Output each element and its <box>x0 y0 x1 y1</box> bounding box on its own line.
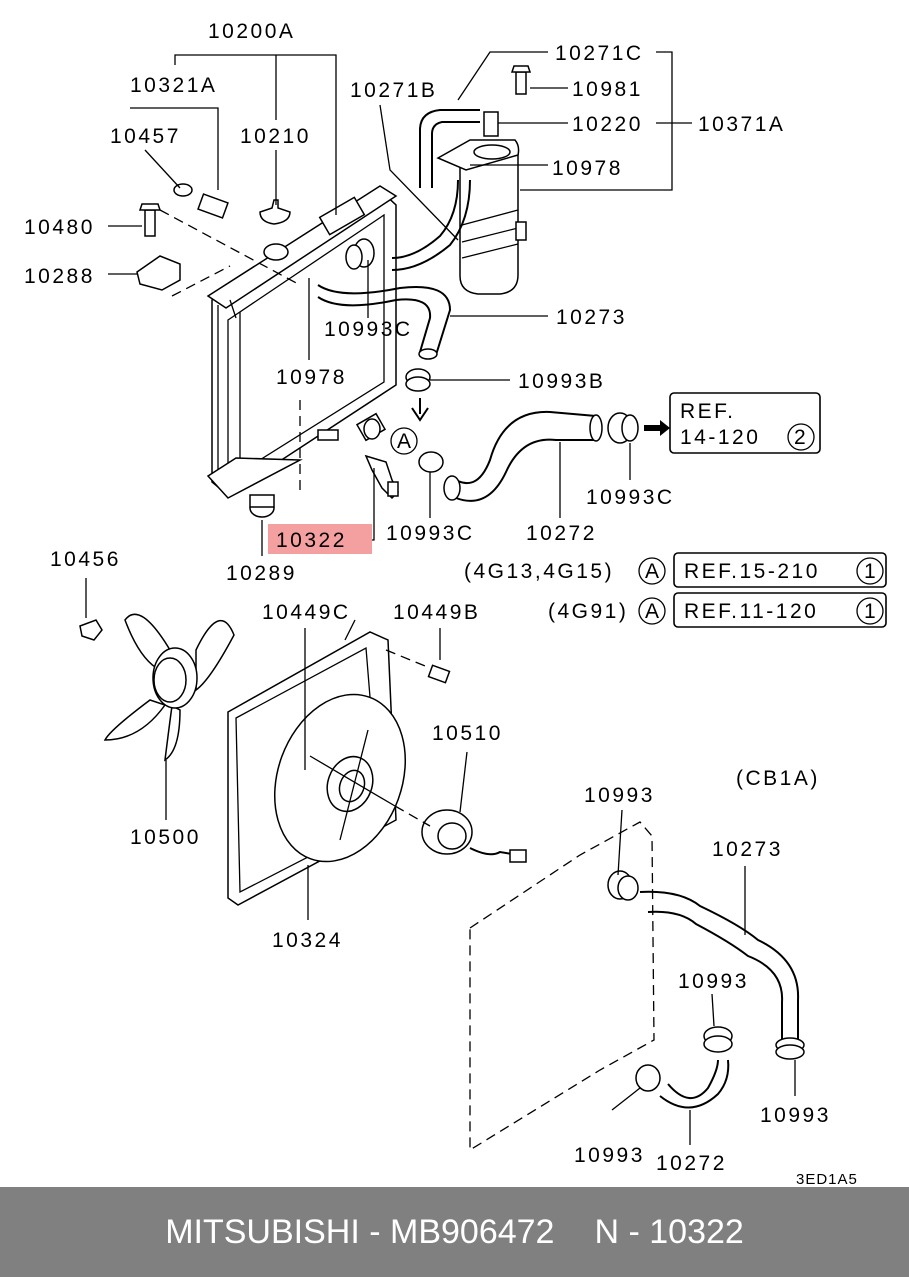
footer-n-label: N <box>594 1212 620 1251</box>
footer-brand-line: MITSUBISHI - MB906472 <box>165 1213 554 1252</box>
label-10480: 10480 <box>24 216 95 239</box>
ref-main: REF. 14-120 2 <box>669 392 821 454</box>
small-parts-drawing <box>136 183 399 518</box>
label-10321A: 10321A <box>130 74 217 97</box>
ref-engine2-circle-number: 1 <box>864 600 876 623</box>
radiator-drawing <box>206 185 452 499</box>
lower-hose-drawing <box>418 410 670 502</box>
label-10449C: 10449C <box>262 601 351 624</box>
marker-a-letter: A <box>397 430 411 453</box>
label-10449B: 10449B <box>393 601 480 624</box>
footer-brand: MITSUBISHI <box>165 1212 360 1251</box>
label-10978-tank: 10978 <box>552 157 623 180</box>
label-10210: 10210 <box>240 125 311 148</box>
ref-engine1-ref: REF.15-210 <box>684 560 820 583</box>
label-10272-main: 10272 <box>526 522 597 545</box>
label-10993-inset-left: 10993 <box>574 1144 645 1167</box>
marker-a: A <box>390 427 418 455</box>
footer-separator-2: - <box>619 1212 650 1251</box>
ref-engine1-letter: A <box>645 560 659 583</box>
label-10271B: 10271B <box>350 79 437 102</box>
ref-box-main <box>669 392 821 454</box>
ref-engine2-letter: A <box>645 600 659 623</box>
label-10457: 10457 <box>110 125 181 148</box>
label-10200A: 10200A <box>208 20 295 43</box>
label-10981: 10981 <box>572 78 643 101</box>
highlight-box <box>268 524 372 554</box>
ref-main-line1: REF. <box>680 400 736 423</box>
shroud-drawing <box>227 631 527 906</box>
label-10993C-upper: 10993C <box>324 318 413 341</box>
ref-engine2-ref: REF.11-120 <box>684 600 818 623</box>
label-10324: 10324 <box>272 929 343 952</box>
leader-lines <box>85 51 796 1145</box>
label-10456: 10456 <box>50 548 121 571</box>
label-10993-inset-top: 10993 <box>584 784 655 807</box>
label-10510: 10510 <box>432 722 503 745</box>
ref-main-line2: 14-120 <box>680 426 760 449</box>
fan-drawing <box>79 613 235 762</box>
ref-engine1-engine: (4G13,4G15) <box>464 560 614 583</box>
footer-ref-line: N - 10322 <box>594 1213 743 1252</box>
label-10272-inset: 10272 <box>656 1152 727 1175</box>
ref-engine2-engine: (4G91) <box>548 600 628 623</box>
ref-engine-2: (4G91) A REF.11-120 1 <box>548 592 887 628</box>
label-10993-inset-mid: 10993 <box>678 970 749 993</box>
label-10322-highlighted: 10322 <box>276 529 347 552</box>
part-labels: 10200A 10321A 10457 10210 10480 10288 10… <box>24 20 858 1187</box>
label-10500: 10500 <box>130 826 201 849</box>
label-10993C-right: 10993C <box>586 486 675 509</box>
part-footer-bar: MITSUBISHI - MB906472 N - 10322 <box>0 1187 909 1277</box>
ref-engine-1: (4G13,4G15) A REF.15-210 1 <box>464 552 887 588</box>
label-10273-inset: 10273 <box>712 838 783 861</box>
label-10993-inset-right: 10993 <box>760 1104 831 1127</box>
label-10993B: 10993B <box>518 370 605 393</box>
diagram-code: 3ED1A5 <box>796 1171 858 1187</box>
ref-engine1-circle-number: 1 <box>864 560 876 583</box>
label-10371A: 10371A <box>698 113 785 136</box>
cb1a-inset-drawing <box>469 821 805 1152</box>
footer-ref-number: 10322 <box>649 1212 744 1251</box>
label-10271C: 10271C <box>555 42 644 65</box>
label-10289: 10289 <box>226 562 297 585</box>
label-10288: 10288 <box>24 265 95 288</box>
label-cb1a: (CB1A) <box>736 767 820 790</box>
label-10220: 10220 <box>572 113 643 136</box>
label-10993C-lower: 10993C <box>386 522 475 545</box>
label-10978-radiator: 10978 <box>276 366 347 389</box>
label-10273-main: 10273 <box>556 306 627 329</box>
parts-diagram: 10200A 10321A 10457 10210 10480 10288 10… <box>24 20 887 1187</box>
ref-main-circle-number: 2 <box>794 426 806 449</box>
footer-separator-1: - <box>359 1212 390 1251</box>
footer-part-number: MB906472 <box>390 1212 555 1251</box>
reservoir-tank-drawing <box>391 65 532 295</box>
